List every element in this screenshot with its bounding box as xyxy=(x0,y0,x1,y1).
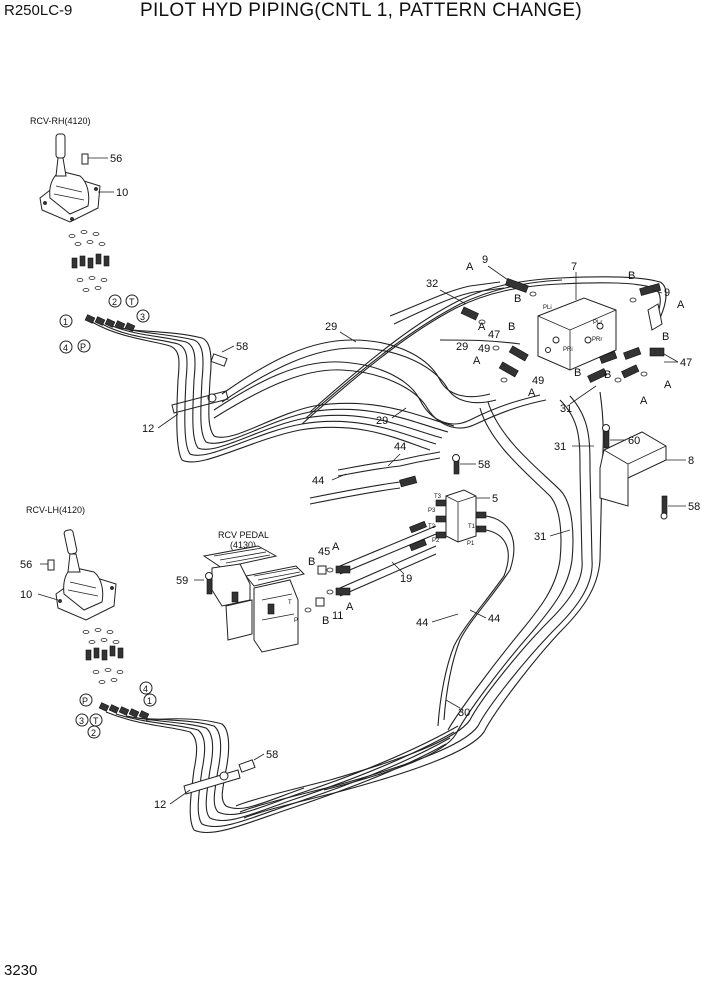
port-b-7: B xyxy=(308,556,315,568)
port-pli: PLi xyxy=(543,305,552,311)
lh-port-p: P xyxy=(82,696,88,706)
callout-44-left: 44 xyxy=(312,475,324,487)
rcv-pedal: RCV PEDAL (4130) T P 59 xyxy=(176,530,305,653)
port-a-2: A xyxy=(677,299,685,311)
callout-58-center: 58 xyxy=(478,459,490,471)
callout-44-lower-left: 44 xyxy=(416,617,428,629)
port-p2: P2 xyxy=(432,538,440,544)
port-a-3: A xyxy=(478,321,486,333)
lh-port-t: T xyxy=(93,716,99,726)
rh-clamp: 58 12 xyxy=(142,341,248,435)
callout-31-b: 31 xyxy=(554,441,566,453)
rh-port-markers: 2 T 1 3 4 P xyxy=(59,294,150,354)
port-b-3: B xyxy=(662,331,669,343)
port-p3: P3 xyxy=(428,508,436,514)
port-b-6: B xyxy=(604,369,611,381)
callout-7: 7 xyxy=(571,261,577,273)
rcv-pedal-label-1: RCV PEDAL xyxy=(218,530,269,540)
callout-10: 10 xyxy=(116,187,128,199)
lh-port-markers: 4 1 P 3 T 2 xyxy=(75,681,157,739)
port-b-4: B xyxy=(514,293,521,305)
callout-44-top: 44 xyxy=(394,441,406,453)
callout-56: 56 xyxy=(110,153,122,165)
pedal-hose-19: 45 A B 19 11 A B xyxy=(304,520,437,627)
callout-32: 32 xyxy=(426,278,438,290)
port-t1: T1 xyxy=(468,524,476,530)
lh-port-1: 1 xyxy=(147,696,152,706)
callout-59: 59 xyxy=(176,575,188,587)
port-t2: T2 xyxy=(428,524,436,530)
page-number: 3230 xyxy=(4,962,38,979)
callout-5: 5 xyxy=(492,493,498,505)
callout-19: 19 xyxy=(400,573,412,585)
rh-hose-ends xyxy=(84,314,212,381)
port-b-1: B xyxy=(628,270,635,282)
port-a-8: A xyxy=(332,541,340,553)
callout-8: 8 xyxy=(688,455,694,467)
callout-60: 60 xyxy=(628,435,640,447)
model-code: R250LC-9 xyxy=(4,2,73,19)
callout-56-lh: 56 xyxy=(20,559,32,571)
callout-29-lower: 29 xyxy=(376,415,388,427)
rcv-rh-label: RCV-RH(4120) xyxy=(30,116,91,126)
port-a-6: A xyxy=(664,379,672,391)
lh-port-3: 3 xyxy=(79,716,84,726)
callout-10-lh: 10 xyxy=(20,589,32,601)
center-valve-assembly: 44 44 58 5 T3 P3 T2 P2 T1 P1 44 44 xyxy=(309,441,515,727)
page-title: PILOT HYD PIPING(CNTL 1, PATTERN CHANGE) xyxy=(140,0,583,21)
valve-fittings xyxy=(460,278,665,383)
callout-31-a: 31 xyxy=(560,403,572,415)
callout-9-left: 9 xyxy=(482,254,488,266)
port-prr: PRr xyxy=(592,337,602,343)
callout-58-lh: 58 xyxy=(266,749,278,761)
rh-port-p: P xyxy=(80,342,86,352)
callout-12-rh: 12 xyxy=(142,423,154,435)
rcv-lh-label: RCV-LH(4120) xyxy=(26,505,85,515)
callout-58-rh: 58 xyxy=(236,341,248,353)
port-a-9: A xyxy=(346,601,354,613)
port-a-1: A xyxy=(466,261,474,273)
callout-49-upper: 49 xyxy=(478,343,490,355)
callout-44-lower-right: 44 xyxy=(488,613,500,625)
rh-port-2: 2 xyxy=(112,297,117,307)
rh-port-1: 1 xyxy=(63,317,68,327)
port-a-7: A xyxy=(640,395,648,407)
pedal-port-t: T xyxy=(288,600,292,606)
bracket-assembly: 60 8 58 xyxy=(599,424,700,520)
port-b-2: B xyxy=(508,321,515,333)
rh-port-t: T xyxy=(129,297,135,307)
port-plr: PLr xyxy=(593,320,602,326)
callout-58-bracket: 58 xyxy=(688,501,700,513)
callout-47-right: 47 xyxy=(680,357,692,369)
lh-hose-bundle: 30 58 12 xyxy=(98,699,470,834)
callout-11: 11 xyxy=(332,610,343,622)
rcv-rh-joystick: RCV-RH(4120) 56 10 xyxy=(30,116,128,292)
callout-47-left: 47 xyxy=(488,329,500,341)
port-p1: P1 xyxy=(467,541,475,547)
port-t3: T3 xyxy=(434,494,442,500)
pattern-change-valve-block: PLi PLr PRr PRi 7 xyxy=(537,261,617,371)
rh-port-4: 4 xyxy=(63,343,68,353)
pedal-port-p: P xyxy=(294,618,298,624)
callout-29-mid: 29 xyxy=(456,341,468,353)
callout-49-lower: 49 xyxy=(532,375,544,387)
callout-9-right: 9 xyxy=(664,287,670,299)
port-a-5: A xyxy=(528,387,536,399)
callout-12-lh: 12 xyxy=(154,799,166,811)
port-b-8: B xyxy=(322,615,329,627)
callout-30: 30 xyxy=(458,707,470,719)
lh-port-4: 4 xyxy=(143,684,148,694)
rcv-lh-joystick: RCV-LH(4120) 56 10 xyxy=(20,505,124,684)
lh-port-2: 2 xyxy=(91,728,96,738)
upper-right-callouts: 9 9 32 29 29 29 47 47 49 49 31 31 31 A B… xyxy=(325,254,692,543)
callout-31-c: 31 xyxy=(534,531,546,543)
callout-45: 45 xyxy=(318,546,330,558)
port-a-4: A xyxy=(473,355,481,367)
port-b-5: B xyxy=(574,367,581,379)
rcv-pedal-label-2: (4130) xyxy=(230,540,256,550)
port-pri: PRi xyxy=(563,347,573,353)
callout-29-upper: 29 xyxy=(325,321,337,333)
rh-port-3: 3 xyxy=(140,312,145,322)
